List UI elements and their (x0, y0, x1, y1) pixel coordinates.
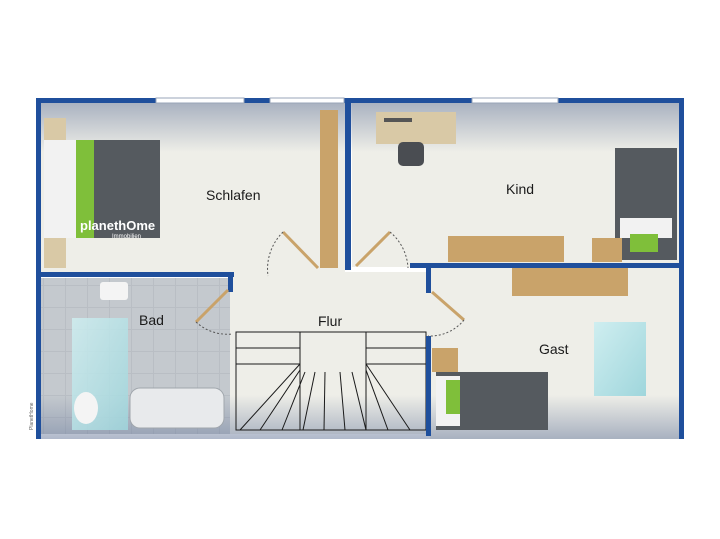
logo-subtext: Immobilien (112, 234, 141, 240)
gast-blanket (446, 380, 460, 414)
kind-blanket (630, 234, 658, 252)
sink (100, 282, 128, 300)
pillows (44, 140, 76, 238)
door-schlafen (281, 230, 320, 270)
gast-glass-table (594, 322, 646, 396)
kind-furniture (376, 112, 677, 262)
label-flur: Flur (318, 313, 342, 329)
staircase (235, 331, 427, 431)
watermark-logo: planethOme Immobilien (80, 218, 155, 240)
label-schlafen: Schlafen (206, 187, 260, 203)
kind-shelf (448, 236, 564, 262)
kind-pillow (620, 218, 672, 238)
bathtub (129, 387, 225, 429)
label-kind: Kind (506, 181, 534, 197)
toilet (74, 392, 98, 424)
door-kind (354, 230, 392, 268)
room-labels: Schlafen Kind Bad Flur Gast (139, 181, 569, 357)
desk (376, 112, 456, 144)
label-bad: Bad (139, 312, 164, 328)
bad-furniture (72, 282, 225, 430)
door-gast (431, 290, 465, 322)
sideboard (320, 110, 338, 268)
gast-shelf (512, 268, 628, 296)
label-gast: Gast (539, 341, 569, 357)
office-chair (398, 142, 424, 166)
door-bad (194, 288, 230, 324)
doors (194, 230, 465, 337)
laptop (384, 118, 412, 122)
gast-furniture (432, 268, 646, 430)
bed-blanket-stripe (76, 140, 94, 238)
walls (36, 98, 684, 439)
schlafen-furniture (44, 110, 338, 268)
side-credit: PlanetHome (29, 402, 35, 430)
logo-text: planethOme (80, 218, 155, 233)
windows (155, 97, 559, 104)
gast-nightstand (432, 348, 458, 372)
kind-nightstand (592, 238, 622, 262)
